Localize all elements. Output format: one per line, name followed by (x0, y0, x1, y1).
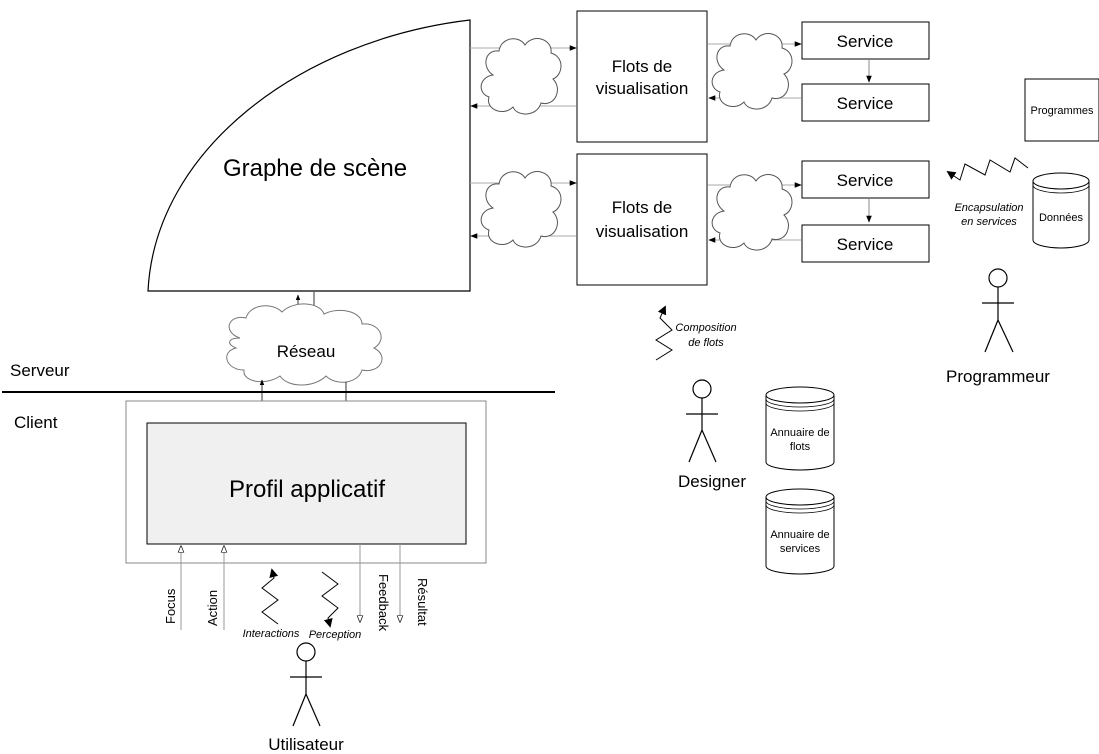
service-box-4: Service (801, 224, 930, 263)
donnees-database: Données (1032, 172, 1090, 249)
server-label: Serveur (10, 361, 70, 380)
composition-line2: de flots (688, 337, 724, 349)
designer-actor (686, 379, 718, 463)
annuaire-flots-line2: flots (790, 441, 811, 453)
service-box-3: Service (801, 160, 930, 199)
annuaire-flots-line1: Annuaire de (770, 427, 829, 439)
user-actor (290, 642, 322, 727)
perception-label: Perception (309, 629, 362, 641)
app-profile-container: Profil applicatif (125, 400, 487, 564)
result-label: Résultat (415, 578, 430, 626)
scene-graph-shape: Graphe de scène (147, 19, 471, 292)
programmer-head (988, 268, 1008, 288)
service-4-label: Service (837, 235, 894, 254)
interactions-label: Interactions (243, 628, 300, 640)
flows-1-line2: visualisation (596, 79, 689, 98)
service-1-label: Service (837, 32, 894, 51)
action-label: Action (205, 590, 220, 626)
programmes-label: Programmes (1031, 105, 1094, 117)
annuaire-services-line1: Annuaire de (770, 529, 829, 541)
flows-box-1: Flots de visualisation (576, 10, 708, 143)
designer-label: Designer (678, 472, 746, 491)
annuaire-services-database: Annuaire de services (765, 488, 835, 575)
annuaire-flots-database: Annuaire de flots (765, 386, 835, 471)
annuaire-services-line2: services (780, 543, 821, 555)
interactions-zigzag-icon (261, 568, 279, 625)
flows-box-2: Flots de visualisation (576, 153, 708, 286)
encapsulation-zigzag-icon (946, 157, 1029, 181)
perception-zigzag-icon (321, 571, 339, 628)
network-label: Réseau (277, 342, 336, 361)
cloud-icon (711, 33, 793, 110)
flows-2-line1: Flots de (612, 198, 672, 217)
encapsulation-line1: Encapsulation (954, 202, 1023, 214)
composition-zigzag-icon (655, 305, 673, 361)
app-profile-label: Profil applicatif (229, 476, 385, 503)
programmer-actor (982, 268, 1014, 353)
service-box-2: Service (801, 83, 930, 122)
scene-graph-label: Graphe de scène (223, 155, 407, 182)
app-profile-box (146, 422, 467, 545)
flows-1-line1: Flots de (612, 57, 672, 76)
donnees-label: Données (1039, 212, 1084, 224)
flows-2-line2: visualisation (596, 222, 689, 241)
service-box-1: Service (801, 21, 930, 60)
service-3-label: Service (837, 171, 894, 190)
client-label: Client (14, 413, 58, 432)
composition-line1: Composition (675, 322, 736, 334)
user-label: Utilisateur (268, 735, 344, 754)
cloud-icon (711, 174, 793, 251)
focus-label: Focus (163, 588, 178, 624)
feedback-label: Feedback (376, 574, 391, 632)
network-cloud-icon: Réseau (226, 303, 383, 386)
programmer-label: Programmeur (946, 367, 1050, 386)
programmes-box: Programmes (1024, 78, 1099, 142)
cloud-icon (480, 38, 562, 115)
service-2-label: Service (837, 94, 894, 113)
encapsulation-line2: en services (961, 216, 1017, 228)
